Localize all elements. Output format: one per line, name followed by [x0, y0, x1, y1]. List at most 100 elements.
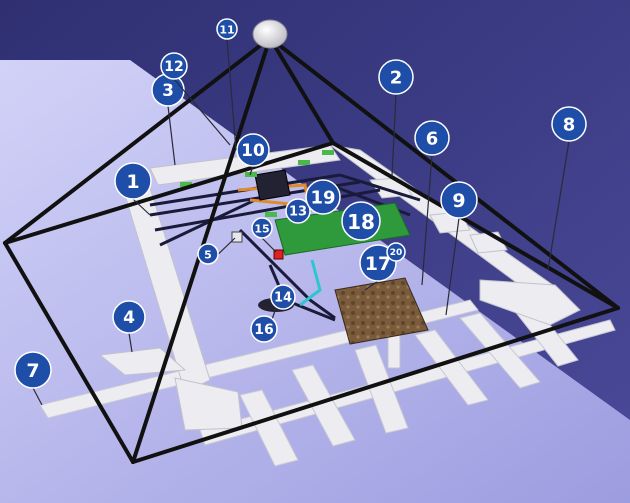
callout-number-13: 13	[289, 205, 307, 220]
foundation-beams	[98, 144, 581, 431]
callout-leader-10	[249, 165, 254, 176]
callout-circle-1	[114, 162, 152, 200]
frame-base-back	[3, 141, 335, 245]
junction-box	[231, 231, 243, 243]
callout-badge-16: 16	[250, 307, 278, 343]
sensor-lead	[299, 259, 322, 307]
callout-circle-9	[440, 181, 478, 219]
callout-badge-7: 7	[14, 351, 52, 406]
callout-circle-18	[341, 201, 381, 241]
pyramid-frame	[3, 36, 620, 464]
beam-right-block	[479, 279, 581, 326]
callout-leader-6	[421, 154, 433, 286]
callout-circle-7	[14, 351, 52, 389]
sleeper-1	[239, 389, 299, 467]
red-sensor	[273, 249, 284, 260]
callout-leader-12	[173, 78, 231, 146]
sleeper-4	[414, 329, 489, 406]
callout-number-19: 19	[310, 188, 335, 209]
connector-clips	[180, 150, 334, 217]
callout-leader-7	[32, 387, 43, 406]
sleeper-2	[291, 364, 356, 447]
callout-circle-12	[160, 52, 188, 80]
callout-number-3: 3	[162, 81, 174, 101]
clip-5	[265, 212, 277, 217]
cable-7	[238, 228, 336, 320]
callout-leader-1	[132, 198, 151, 216]
callout-badge-6: 6	[414, 120, 450, 286]
callout-circle-5	[197, 243, 219, 265]
callout-leader-8	[547, 140, 570, 271]
callout-number-11: 11	[219, 24, 234, 37]
frame-edge-front-left	[3, 36, 272, 245]
control-box	[254, 169, 291, 201]
frame-edge-right	[268, 36, 620, 310]
callout-badge-2: 2	[378, 59, 414, 177]
frame-base-front	[131, 306, 620, 464]
callout-number-20: 20	[390, 248, 403, 258]
callout-badge-4: 4	[112, 300, 146, 353]
sleeper-5	[459, 312, 541, 389]
callout-badge-1: 1	[114, 162, 152, 216]
callout-circle-16	[250, 315, 278, 343]
callout-circle-8	[551, 106, 587, 142]
callout-number-18: 18	[347, 210, 375, 234]
frame-base-left	[3, 241, 135, 464]
callout-number-4: 4	[123, 308, 135, 328]
callout-leader-4	[128, 332, 133, 353]
callout-badge-12: 12	[160, 52, 231, 146]
cable-4	[159, 198, 256, 247]
callout-number-2: 2	[390, 68, 403, 89]
callout-number-5: 5	[204, 249, 212, 262]
callout-badge-9: 9	[440, 181, 478, 316]
callout-number-10: 10	[241, 141, 265, 161]
callout-circle-20	[386, 242, 406, 262]
callout-badge-10: 10	[236, 133, 270, 176]
callout-leader-9	[445, 217, 460, 316]
callout-badge-20: 20	[386, 242, 406, 262]
callout-circle-13	[285, 198, 311, 224]
callout-badge-14: 14	[270, 284, 296, 310]
soil-pit	[334, 277, 429, 345]
callout-badge-13: 13	[285, 198, 311, 224]
frame-base-right	[331, 141, 620, 310]
callout-number-7: 7	[26, 360, 39, 382]
clip-4	[322, 150, 334, 155]
sleeper-3	[354, 344, 409, 434]
callout-badge-8: 8	[547, 106, 587, 271]
callout-circle-10	[236, 133, 270, 167]
callout-circle-14	[270, 284, 296, 310]
callout-badge-15: 15	[251, 217, 277, 253]
cable-5	[339, 173, 421, 202]
callout-number-14: 14	[274, 291, 292, 306]
clip-1	[180, 182, 192, 187]
callout-badge-18: 18	[341, 201, 381, 241]
callout-number-1: 1	[126, 171, 139, 193]
callout-leader-17	[364, 280, 379, 291]
apex-cap	[252, 19, 288, 49]
callout-number-6: 6	[426, 129, 439, 150]
clip-3	[298, 160, 310, 165]
callout-number-12: 12	[164, 59, 183, 75]
callout-leader-15	[261, 237, 277, 253]
callout-leader-3	[167, 105, 176, 166]
callout-number-17: 17	[365, 253, 391, 275]
callout-badge-5: 5	[197, 237, 236, 265]
callout-leader-2	[391, 93, 397, 177]
callout-circle-11	[216, 18, 238, 40]
callout-badge-19: 19	[305, 179, 341, 215]
cable-3	[154, 188, 381, 232]
callout-circle-2	[378, 59, 414, 95]
callout-circle-15	[251, 217, 273, 239]
callout-circle-6	[414, 120, 450, 156]
clip-2	[245, 172, 257, 177]
callout-number-15: 15	[254, 223, 269, 236]
frame-edge-back	[268, 36, 335, 145]
callout-circle-19	[305, 179, 341, 215]
callout-number-8: 8	[563, 115, 576, 136]
callout-number-9: 9	[452, 190, 465, 212]
callout-number-16: 16	[254, 322, 273, 338]
callout-badge-11: 11	[216, 18, 238, 151]
